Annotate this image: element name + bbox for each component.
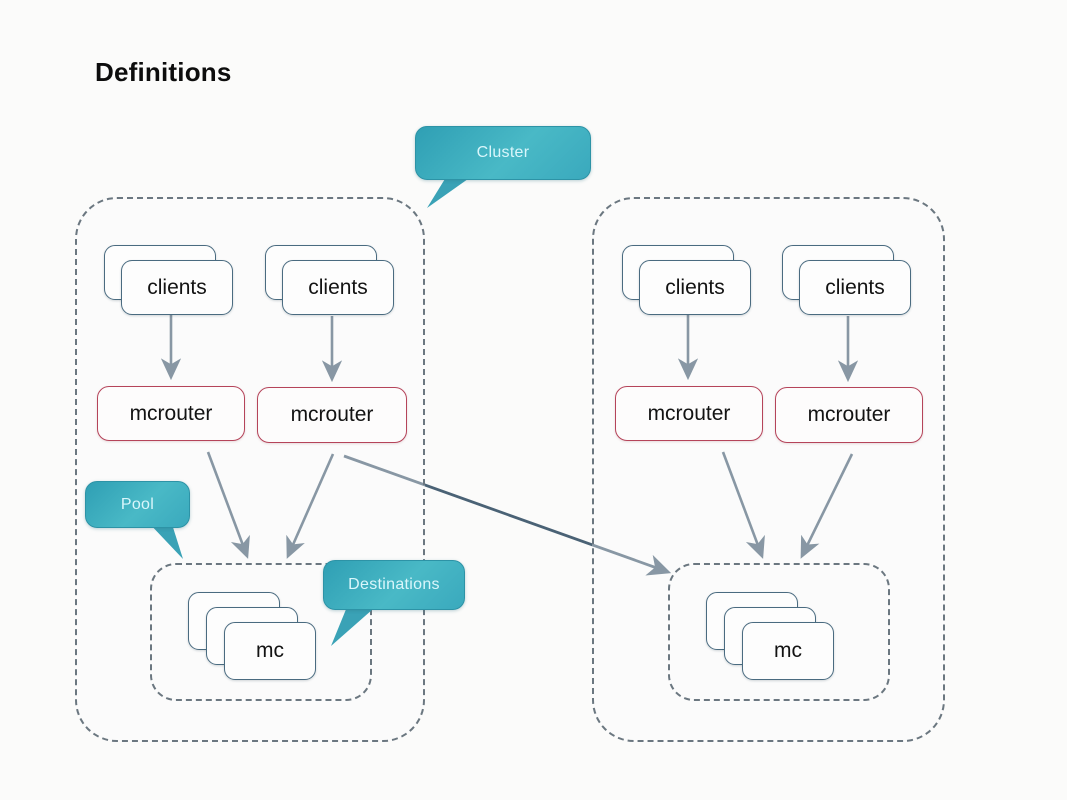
callout-pool[interactable]: Pool [85, 481, 193, 559]
callout-cluster-bubble: Cluster [415, 126, 591, 180]
clients-card-front: clients [282, 260, 394, 315]
arrow-mcrouter-to-pool-l1 [206, 451, 250, 559]
pool-callout-tail [147, 521, 183, 559]
clients-card-front: clients [799, 260, 911, 315]
callout-pool-bubble: Pool [85, 481, 190, 528]
mc-stack-right[interactable]: mc [706, 592, 836, 680]
mcrouter-left-2[interactable]: mcrouter [257, 387, 407, 443]
mc-card-front: mc [742, 622, 834, 680]
callout-destinations-bubble: Destinations [323, 560, 465, 610]
callout-cluster[interactable]: Cluster [415, 126, 591, 208]
clients-stack-right-2[interactable]: clients [782, 245, 912, 317]
callout-destinations[interactable]: Destinations [323, 560, 465, 646]
mcrouter-right-1[interactable]: mcrouter [615, 386, 763, 441]
clients-stack-left-2[interactable]: clients [265, 245, 395, 317]
arrow-mcrouter-to-pool-r2 [800, 453, 854, 559]
page-title: Definitions [95, 57, 232, 87]
clients-card-front: clients [121, 260, 233, 315]
mc-card-front: mc [224, 622, 316, 680]
arrow-mcrouter-to-pool-r1 [721, 451, 765, 559]
clients-card-front: clients [639, 260, 751, 315]
arrow-mcrouter-to-pool-l2 [286, 453, 335, 559]
mcrouter-left-1[interactable]: mcrouter [97, 386, 245, 441]
destinations-callout-tail [331, 602, 381, 646]
cluster-callout-tail [427, 174, 475, 208]
mc-stack-left[interactable]: mc [188, 592, 318, 680]
clients-stack-left-1[interactable]: clients [104, 245, 234, 317]
clients-stack-right-1[interactable]: clients [622, 245, 752, 317]
mcrouter-right-2[interactable]: mcrouter [775, 387, 923, 443]
arrow-mcrouter-to-remote-pool [343, 454, 672, 576]
